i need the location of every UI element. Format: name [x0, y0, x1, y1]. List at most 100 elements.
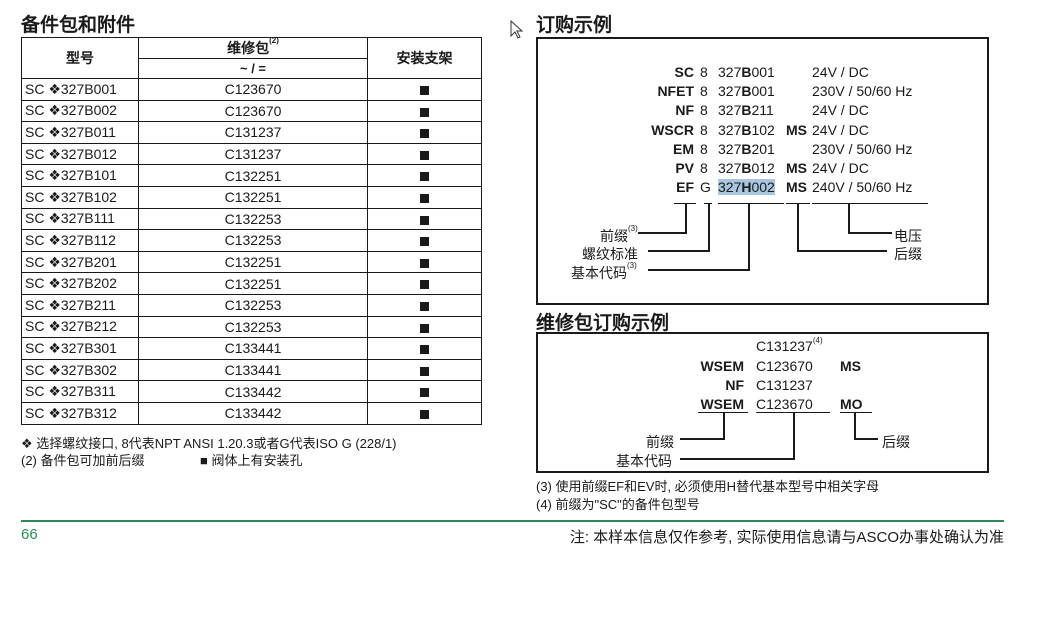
order-prefix: NFET: [657, 83, 694, 100]
bracket-cell: [367, 164, 482, 187]
kit-prefix: WSEM: [700, 358, 744, 374]
order-prefix: EF: [676, 179, 694, 196]
bracket-cell: [367, 229, 482, 252]
footer-divider: [21, 520, 1004, 522]
kit-code: C123670: [756, 396, 813, 412]
footer-disclaimer: 注: 本样本信息仅作参考, 实际使用信息请与ASCO办事处确认为准: [569, 529, 1004, 546]
mounting-hole-icon: [420, 302, 429, 312]
col-header-kit-voltage: ~ / =: [138, 58, 368, 79]
kit-code: C123670: [756, 358, 813, 374]
kit-prefix: NF: [725, 377, 744, 393]
kit-cell: C132253: [138, 293, 368, 317]
order-voltage: 24V / DC: [812, 102, 869, 119]
model-cell: SC ❖327B111: [21, 207, 139, 231]
kit-cell: C132253: [138, 315, 368, 339]
order-voltage: 230V / 50/60 Hz: [812, 140, 913, 157]
kit-code: C131237: [756, 377, 813, 393]
model-cell: SC ❖327B211: [21, 293, 139, 317]
mounting-hole-icon: [420, 86, 429, 96]
col-header-model: 型号: [21, 37, 139, 79]
bracket-cell: [367, 121, 482, 144]
bracket-cell: [367, 358, 482, 382]
bracket-cell: [367, 207, 482, 231]
order-prefix: EM: [673, 140, 694, 157]
spare-parts-title: 备件包和附件: [21, 15, 136, 36]
bracket-cell: [367, 99, 482, 123]
kit-base-code-label: 基本代码: [616, 453, 672, 469]
order-base-code: 327B211: [718, 102, 774, 119]
mounting-hole-icon: [420, 280, 429, 290]
model-cell: SC ❖327B212: [21, 315, 139, 339]
mounting-hole-icon: [420, 172, 429, 182]
mounting-hole-icon: [420, 107, 429, 117]
kit-prefix: WSEM: [700, 396, 744, 412]
order-suffix: MS: [786, 179, 807, 196]
kit-suffix-label: 后缀: [882, 434, 910, 450]
model-cell: SC ❖327B302: [21, 358, 139, 382]
bracket-cell: [367, 337, 482, 360]
kit-suffix: MO: [840, 396, 863, 412]
model-cell: SC ❖327B012: [21, 142, 139, 166]
order-suffix: MS: [786, 160, 807, 176]
order-base-code: 327B102: [718, 121, 775, 138]
mounting-hole-icon: [420, 150, 429, 160]
base-code-label: 基本代码(3): [571, 261, 637, 281]
voltage-label: 电压: [894, 228, 922, 244]
model-cell: SC ❖327B112: [21, 229, 139, 252]
model-cell: SC ❖327B001: [21, 78, 139, 101]
kit-cell: C132253: [138, 207, 368, 231]
order-suffix: MS: [786, 121, 807, 138]
bracket-cell: [367, 272, 482, 295]
kit-cell: C131237: [138, 121, 368, 144]
kit-cell: C133441: [138, 337, 368, 360]
mounting-hole-icon: [420, 129, 429, 139]
order-thread: 8: [700, 64, 708, 80]
model-cell: SC ❖327B311: [21, 380, 139, 403]
order-base-code: 327B001: [718, 83, 775, 100]
model-cell: SC ❖327B002: [21, 99, 139, 123]
order-prefix: PV: [675, 160, 694, 176]
kit-cell: C132253: [138, 229, 368, 252]
mounting-hole-icon: [420, 215, 429, 225]
mounting-hole-icon: [420, 237, 429, 247]
order-base-code: 327B012: [718, 160, 775, 176]
order-voltage: 24V / DC: [812, 64, 869, 80]
kit-suffix-note: (2) 备件包可加前后缀: [21, 453, 145, 468]
mounting-hole-icon: [420, 345, 429, 355]
model-cell: SC ❖327B301: [21, 337, 139, 360]
col-header-kit: 维修包(2): [138, 36, 368, 59]
order-base-code: 327B201: [718, 140, 775, 157]
order-prefix: SC: [674, 64, 694, 80]
order-thread: 8: [700, 160, 708, 176]
mounting-hole-icon: [420, 388, 429, 398]
col-header-bracket: 安装支架: [367, 37, 482, 79]
order-thread: 8: [700, 121, 708, 138]
kit-footnote-ref: (2): [269, 36, 279, 45]
order-voltage: 24V / DC: [812, 160, 869, 176]
order-prefix: NF: [675, 102, 694, 119]
model-cell: SC ❖327B102: [21, 185, 139, 209]
kit-cell: C132251: [138, 185, 368, 209]
mouse-pointer-icon: [510, 20, 524, 39]
kit-cell: C133442: [138, 401, 368, 425]
mounting-hole-icon: [420, 323, 429, 333]
model-cell: SC ❖327B101: [21, 164, 139, 187]
order-thread: 8: [700, 83, 708, 100]
kit-cell: C133441: [138, 358, 368, 382]
kit-cell: C132251: [138, 272, 368, 295]
